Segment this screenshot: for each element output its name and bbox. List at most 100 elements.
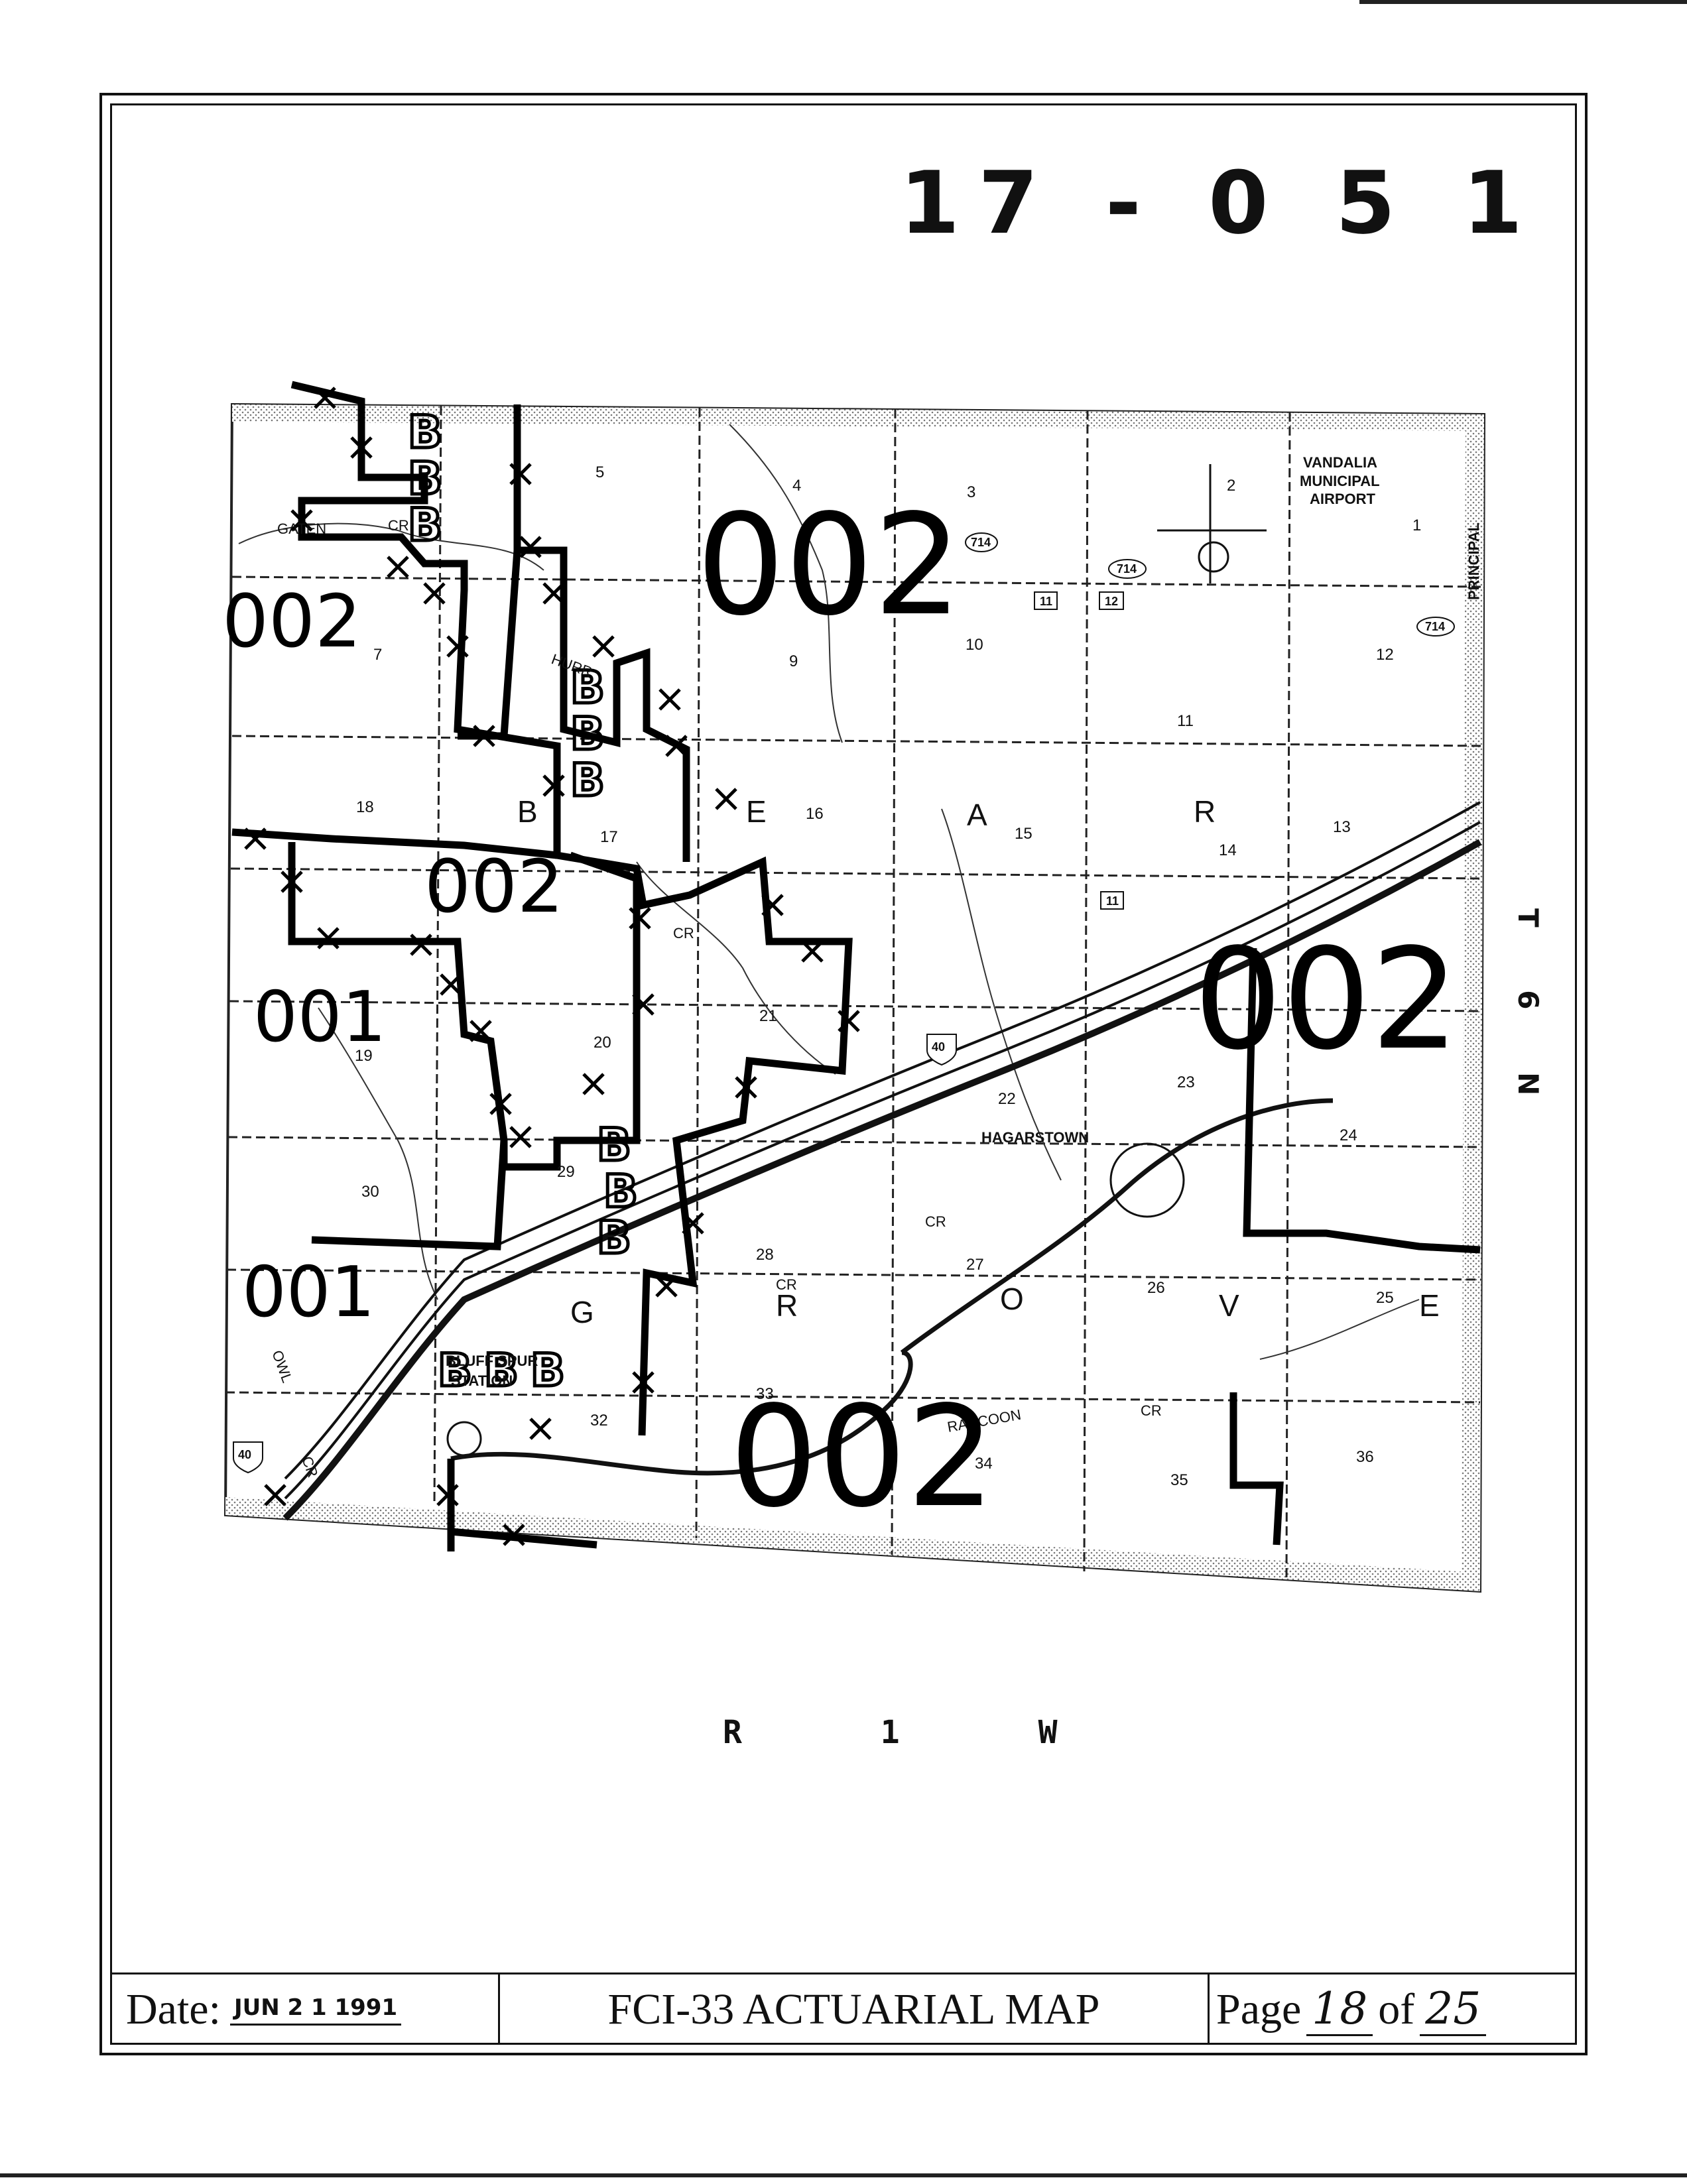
section-number: 17 (600, 828, 618, 846)
section-number: 35 (1170, 1471, 1188, 1489)
zone-code: 002 (696, 484, 962, 646)
section-number: 9 (789, 652, 798, 670)
us-40-road-south (450, 1350, 913, 1476)
section-number: 21 (759, 1007, 777, 1025)
section-number: 5 (595, 463, 604, 481)
township-name-letters: B E A R G R O V E (517, 794, 1440, 1329)
route-shield-11: 11 (1100, 891, 1124, 910)
interstate-corridor (282, 801, 1482, 1521)
township-letter: E (746, 794, 767, 829)
section-number: 15 (1015, 825, 1032, 843)
section-number: 20 (594, 1034, 611, 1052)
section-number: 27 (966, 1256, 984, 1274)
svg-text:714: 714 (971, 536, 991, 549)
section-number: 4 (792, 477, 801, 495)
svg-text:B: B (408, 499, 442, 552)
border-band-top (232, 404, 1484, 431)
section-number: 2 (1227, 477, 1235, 495)
road-label: CR (673, 925, 694, 941)
section-number: 28 (756, 1246, 774, 1264)
route-shield-11: 11 (1034, 591, 1058, 610)
township-letter: O (1000, 1282, 1024, 1316)
svg-text:11: 11 (1040, 595, 1052, 608)
footer-title-cell: FCI-33 ACTUARIAL MAP (500, 1974, 1210, 2045)
place-name: HAGARSTOWN (981, 1129, 1089, 1146)
svg-text:40: 40 (238, 1448, 251, 1461)
section-number: 12 (1376, 646, 1394, 664)
scan-edge-top (1359, 0, 1687, 4)
border-band-bottom (225, 1497, 1480, 1591)
section-numbers: 1 2 3 4 5 7 9 10 11 12 13 14 15 16 17 18… (355, 463, 1421, 1489)
township-letter: A (967, 798, 987, 832)
footer-page-cell: Page 18 of 25 (1210, 1974, 1577, 2045)
page-label: Page (1216, 1985, 1302, 2033)
streams (238, 424, 1420, 1360)
svg-text:714: 714 (1117, 562, 1137, 576)
road-label: CR (925, 1213, 946, 1230)
route-shield-40: 40 (233, 1441, 263, 1474)
section-number: 14 (1219, 841, 1237, 859)
zone-code: 002 (729, 1376, 995, 1538)
road-label: CR (776, 1276, 797, 1293)
section-number: 36 (1356, 1448, 1374, 1466)
township-letter: E (1419, 1288, 1440, 1323)
road-label: CR (1141, 1402, 1162, 1419)
section-number: 23 (1177, 1073, 1195, 1091)
date-stamp: JUN 2 1 1991 (229, 1994, 402, 2026)
township-letter: B (517, 794, 538, 829)
svg-text:B: B (570, 755, 605, 807)
zone-code: 002 (222, 579, 361, 664)
route-shields: 714 714 714 11 12 11 40 40 (233, 532, 1455, 1474)
route-shield-714: 714 (1108, 559, 1147, 579)
range-label: R 1 W (723, 1714, 1117, 1751)
document-title: FCI-33 ACTUARIAL MAP (607, 1985, 1100, 2033)
airport-symbol (1157, 464, 1267, 583)
section-number: 33 (756, 1385, 774, 1403)
svg-text:40: 40 (932, 1040, 945, 1054)
section-number: 10 (966, 636, 983, 654)
zone-boundaries (231, 381, 1481, 1551)
section-number: 32 (590, 1412, 608, 1429)
section-number: 3 (967, 483, 975, 501)
svg-text:B: B (597, 1119, 631, 1172)
section-number: 18 (356, 798, 374, 816)
svg-text:B: B (438, 1345, 472, 1397)
section-number: 34 (975, 1455, 993, 1473)
svg-text:B: B (408, 406, 442, 459)
svg-text:B: B (484, 1345, 519, 1397)
scan-edge-bottom (0, 2173, 1687, 2177)
township-map: BBB BBB BBB BBB 1 2 3 4 5 7 9 10 11 12 1… (222, 381, 1486, 1593)
inner-frame (110, 103, 1577, 2045)
section-number: 25 (1376, 1289, 1394, 1307)
section-number: 7 (373, 646, 382, 664)
svg-text:12: 12 (1105, 595, 1118, 608)
svg-text:B: B (603, 1166, 638, 1218)
place-name: VANDALIA (1303, 454, 1377, 471)
place-name: AIRPORT (1310, 491, 1376, 507)
route-shield-714: 714 (965, 532, 998, 552)
svg-text:B: B (531, 1345, 565, 1397)
section-grid (225, 405, 1483, 1582)
section-number: 1 (1412, 516, 1421, 534)
border-band-right (1462, 414, 1484, 1591)
section-number: 24 (1340, 1126, 1357, 1144)
place-names: VANDALIA MUNICIPAL AIRPORT HAGARSTOWN BL… (446, 454, 1482, 1389)
section-number: 13 (1333, 818, 1351, 836)
road-label: CR (388, 517, 409, 534)
section-number: 16 (806, 805, 824, 823)
svg-text:B: B (570, 662, 605, 714)
zone-code: 001 (253, 977, 386, 1058)
outer-frame (99, 93, 1588, 2055)
of-label: of (1378, 1985, 1415, 2033)
place-name: STATION (451, 1372, 513, 1389)
svg-text:B: B (570, 708, 605, 760)
township-label: T 6 N (1512, 908, 1544, 1122)
svg-text:B: B (597, 1212, 631, 1264)
section-number: 29 (557, 1163, 575, 1181)
section-number: 26 (1147, 1279, 1165, 1297)
footer-date-cell: Date: JUN 2 1 1991 (110, 1974, 500, 2045)
township-letter: G (570, 1295, 594, 1329)
interchange-circle (1109, 1142, 1185, 1218)
